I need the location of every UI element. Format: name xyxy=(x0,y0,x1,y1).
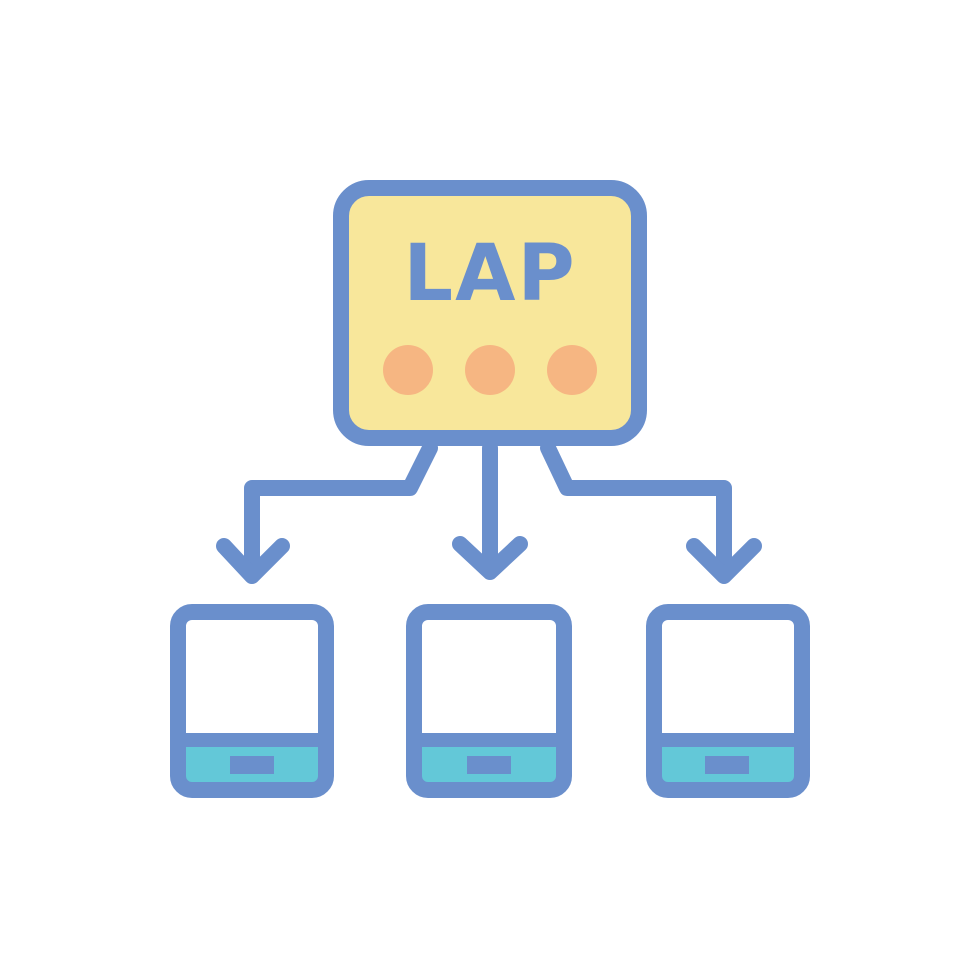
dot-icon xyxy=(547,345,597,395)
arrow-down-icon xyxy=(216,538,290,584)
arrow-down-icon xyxy=(686,538,762,584)
tablet-icon xyxy=(646,604,810,798)
connectors xyxy=(244,440,732,580)
tablet-icon xyxy=(406,604,572,798)
connector-right xyxy=(540,440,732,580)
hub-label: LAP xyxy=(403,229,576,319)
device-frame xyxy=(406,604,572,798)
device-frame xyxy=(646,604,810,798)
arrowheads xyxy=(216,536,762,584)
tablet-icon xyxy=(170,604,334,798)
home-button-icon xyxy=(705,756,749,774)
connector-left xyxy=(244,440,438,580)
home-button-icon xyxy=(467,756,511,774)
arrow-down-icon xyxy=(452,536,528,580)
dot-icon xyxy=(465,345,515,395)
dot-icon xyxy=(383,345,433,395)
lap-hub: LAP xyxy=(333,180,647,446)
home-button-icon xyxy=(230,756,274,774)
device-frame xyxy=(170,604,334,798)
